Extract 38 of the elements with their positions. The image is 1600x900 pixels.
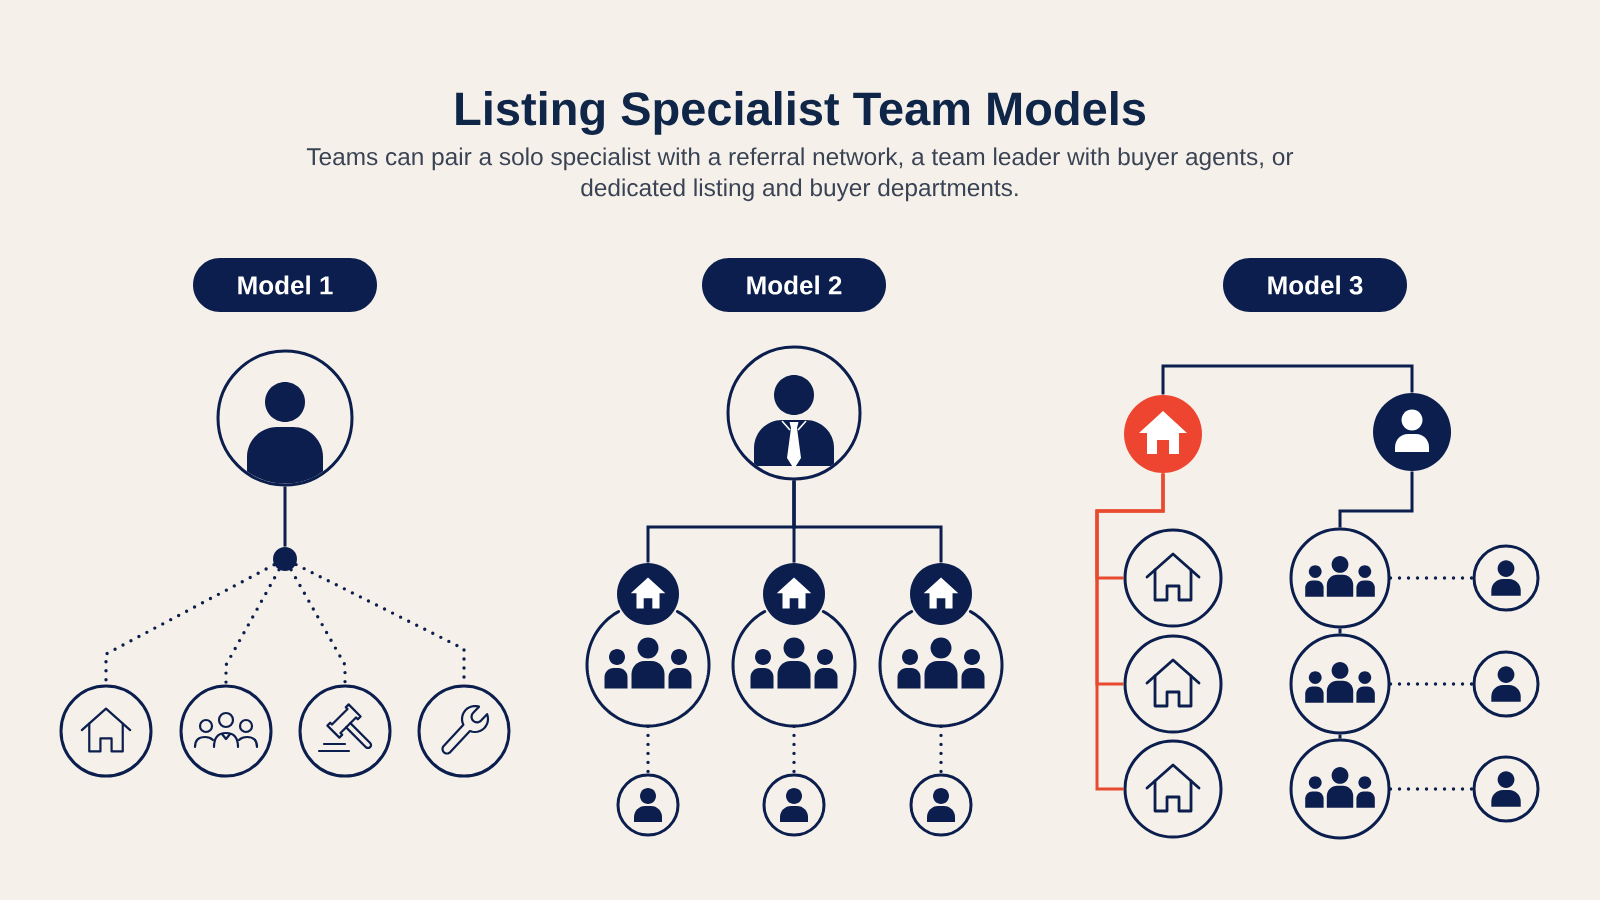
connector-line [1161,364,1414,395]
dotted-connector [1388,682,1475,686]
avatar-circle [762,773,826,837]
dotted-connector [939,724,943,776]
avatar-circle [616,773,680,837]
subtitle: Teams can pair a solo specialist with a referral network, a team leader with buyer agents, or dedicated listing and buyer departments. [306,147,1294,202]
icon-circle [179,684,273,778]
connector-line [792,480,943,563]
house-circle [1123,634,1223,734]
avatar-circle [726,345,862,481]
avatar-circle [909,773,973,837]
model-tag: Model 3 [1223,258,1407,312]
team-circle [1289,633,1391,735]
icon-circle [59,684,153,778]
house-circle [1123,528,1223,628]
dotted-connector [1388,576,1475,580]
title: Listing Specialist Team Models [456,90,1146,135]
junction-dot [273,547,297,571]
icon-circle [417,684,511,778]
model-tag: Model 2 [702,258,886,312]
avatar-circle [1472,544,1540,612]
icon-circle [298,684,392,778]
dotted-connector [646,724,650,776]
model-tag: Model 1 [193,258,377,312]
dotted-connector [1388,787,1475,791]
dotted-connector [792,724,796,776]
connector-line [1095,473,1165,791]
avatar-circle [216,349,354,487]
avatar-circle [1472,650,1540,718]
connector-line [283,486,287,547]
dotted-connector [224,568,281,687]
house-circle [1123,739,1223,839]
connector-line [1338,628,1342,634]
connector-line [1338,471,1414,528]
team-circle [1289,527,1391,629]
avatar-circle [1472,755,1540,823]
connector-line [1338,734,1342,739]
team-circle [1289,738,1391,840]
